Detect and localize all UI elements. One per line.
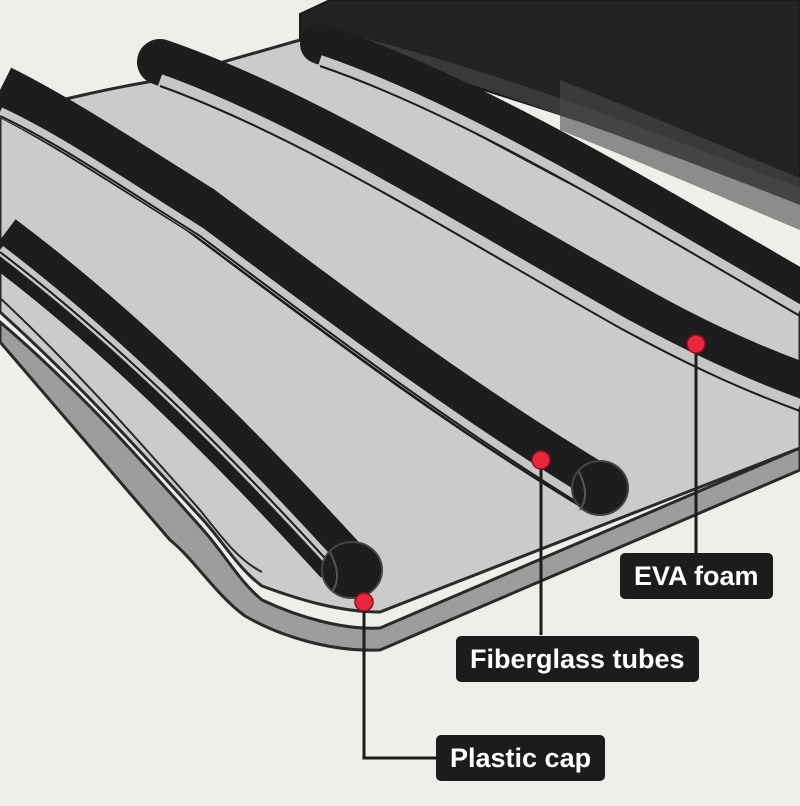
plastic-cap-leader-line bbox=[362, 602, 436, 760]
eva-foam-label: EVA foam bbox=[620, 553, 773, 599]
board-inner-border bbox=[0, 297, 263, 573]
board-edge bbox=[0, 320, 800, 652]
plastic-cap-label: Plastic cap bbox=[436, 735, 606, 781]
eva-foam-marker bbox=[686, 334, 706, 354]
eva-foam-sleeve bbox=[299, 0, 800, 230]
fiberglass-tube-1 bbox=[0, 219, 383, 599]
plastic-cap-marker bbox=[354, 592, 374, 612]
fiberglass-tube-3 bbox=[137, 39, 800, 412]
fiberglass-tube-4 bbox=[300, 24, 800, 317]
fiberglass-tubes-marker bbox=[531, 450, 551, 470]
fiberglass-tubes-label: Fiberglass tubes bbox=[456, 636, 699, 682]
fiberglass-tube-2 bbox=[0, 67, 629, 516]
